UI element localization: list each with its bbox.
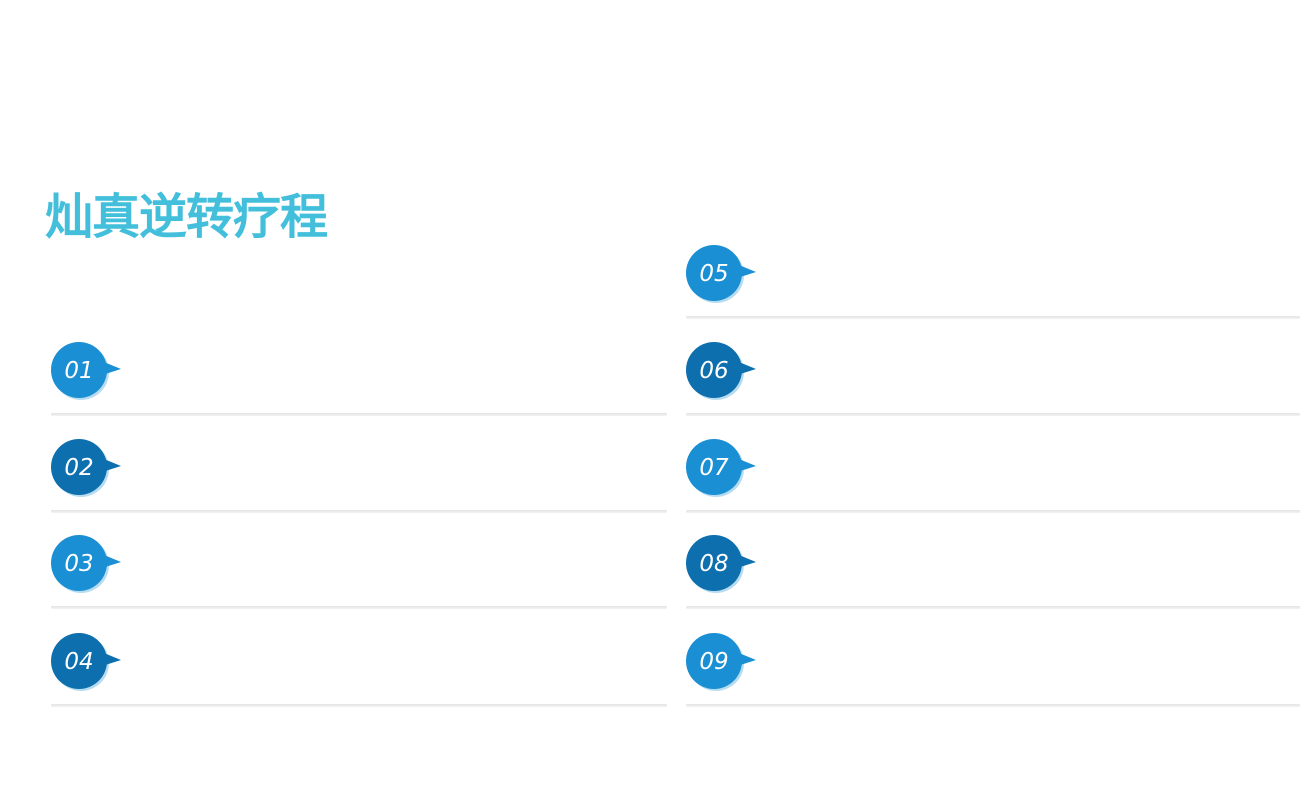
- page-title: 灿真逆转疗程: [45, 189, 328, 245]
- step-number: 02: [64, 455, 94, 481]
- step-item-04: 04: [51, 633, 667, 707]
- step-badge: 04: [51, 633, 121, 691]
- step-number: 01: [64, 358, 94, 384]
- step-item-08: 08: [686, 535, 1300, 609]
- step-badge: 01: [51, 342, 121, 400]
- step-item-02: 02: [51, 439, 667, 513]
- step-item-03: 03: [51, 535, 667, 609]
- divider: [686, 413, 1300, 416]
- speech-bubble-icon: [51, 633, 121, 691]
- step-item-07: 07: [686, 439, 1300, 513]
- divider: [51, 704, 667, 707]
- speech-bubble-icon: [686, 439, 756, 497]
- step-badge: 08: [686, 535, 756, 593]
- step-number: 07: [699, 455, 729, 481]
- step-number: 03: [64, 551, 94, 577]
- speech-bubble-icon: [51, 342, 121, 400]
- speech-bubble-icon: [686, 535, 756, 593]
- step-item-01: 01: [51, 342, 667, 416]
- step-badge: 09: [686, 633, 756, 691]
- step-number: 08: [699, 551, 729, 577]
- step-number: 05: [699, 261, 729, 287]
- speech-bubble-icon: [51, 439, 121, 497]
- step-number: 09: [699, 649, 729, 675]
- divider: [51, 413, 667, 416]
- divider: [51, 510, 667, 513]
- step-badge: 06: [686, 342, 756, 400]
- step-item-05: 05: [686, 245, 1300, 319]
- divider: [51, 606, 667, 609]
- step-badge: 07: [686, 439, 756, 497]
- step-badge: 02: [51, 439, 121, 497]
- step-badge: 05: [686, 245, 756, 303]
- speech-bubble-icon: [51, 535, 121, 593]
- divider: [686, 704, 1300, 707]
- speech-bubble-icon: [686, 342, 756, 400]
- step-badge: 03: [51, 535, 121, 593]
- step-number: 04: [64, 649, 94, 675]
- divider: [686, 510, 1300, 513]
- speech-bubble-icon: [686, 245, 756, 303]
- step-item-09: 09: [686, 633, 1300, 707]
- divider: [686, 606, 1300, 609]
- step-item-06: 06: [686, 342, 1300, 416]
- step-number: 06: [699, 358, 729, 384]
- divider: [686, 316, 1300, 319]
- speech-bubble-icon: [686, 633, 756, 691]
